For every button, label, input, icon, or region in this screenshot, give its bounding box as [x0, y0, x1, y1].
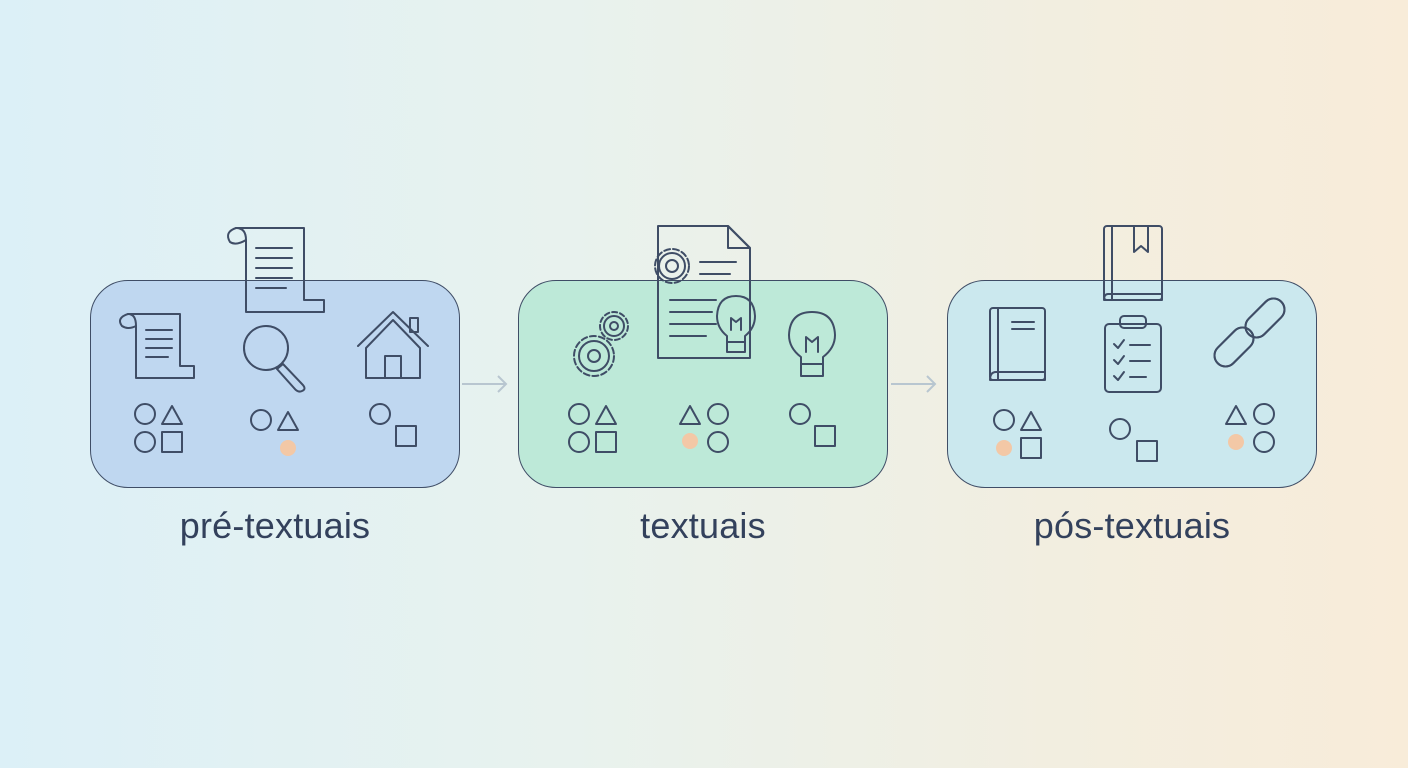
shapes-cluster-3c — [1225, 403, 1275, 453]
clipboard-checklist-icon — [1104, 315, 1162, 393]
magnifier-icon — [243, 325, 306, 393]
gear-icon-document — [654, 248, 690, 284]
stage-label-textuais: textuais — [640, 505, 766, 546]
shapes-cluster-1c — [369, 403, 417, 447]
stage-label-pre-textuais: pré-textuais — [179, 505, 371, 546]
lightbulb-icon — [788, 311, 836, 377]
gears-icon — [573, 311, 629, 377]
scroll-icon — [119, 313, 195, 379]
book-icon-top — [1103, 225, 1163, 301]
arrow-connector-1 — [462, 375, 508, 393]
shapes-cluster-1b — [250, 409, 299, 456]
shapes-cluster-3a — [993, 409, 1042, 459]
chain-link-icon — [1213, 297, 1286, 368]
lightbulb-icon-document — [716, 295, 756, 353]
shapes-cluster-2a — [568, 403, 617, 453]
book-icon — [989, 307, 1046, 381]
arrow-connector-2 — [891, 375, 937, 393]
shapes-cluster-2c — [789, 403, 836, 447]
shapes-cluster-1a — [134, 403, 183, 453]
document-scroll-icon — [227, 227, 325, 313]
stage-label-pos-textuais: pós-textuais — [1033, 505, 1231, 546]
shapes-cluster-3b — [1109, 418, 1158, 462]
shapes-cluster-2b — [679, 403, 729, 453]
document-icon — [657, 225, 751, 359]
house-icon — [357, 311, 429, 379]
